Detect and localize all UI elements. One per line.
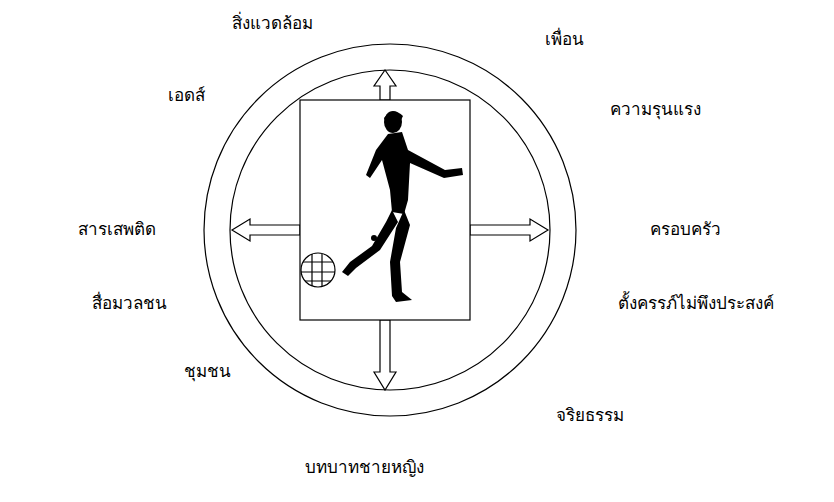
- up-arrow: [374, 70, 396, 100]
- soccer-ball: [301, 253, 335, 287]
- factor-label: สิ่งแวดล้อม: [232, 12, 313, 34]
- right-arrow: [470, 219, 548, 241]
- down-arrow: [374, 320, 396, 390]
- factor-label: ตั้งครรภ์ไม่พึงประสงค์: [618, 292, 774, 314]
- center-box: [300, 100, 470, 320]
- factor-label: สื่อมวลชน: [92, 292, 167, 314]
- factor-label: ชุมชน: [184, 360, 231, 382]
- factor-label: ความรุนแรง: [610, 98, 701, 120]
- inner-circle: [230, 70, 550, 390]
- soccer-player: [342, 111, 463, 302]
- factor-label: เพื่อน: [545, 28, 584, 50]
- outer-circle: [204, 44, 576, 416]
- factor-label: บทบาทชายหญิง: [305, 456, 424, 478]
- factor-label: จริยธรรม: [556, 404, 624, 426]
- left-arrow: [232, 219, 300, 241]
- factor-label: เอดส์: [168, 84, 205, 106]
- factor-label: ครอบครัว: [650, 218, 721, 240]
- factor-label: สารเสพติด: [78, 218, 156, 240]
